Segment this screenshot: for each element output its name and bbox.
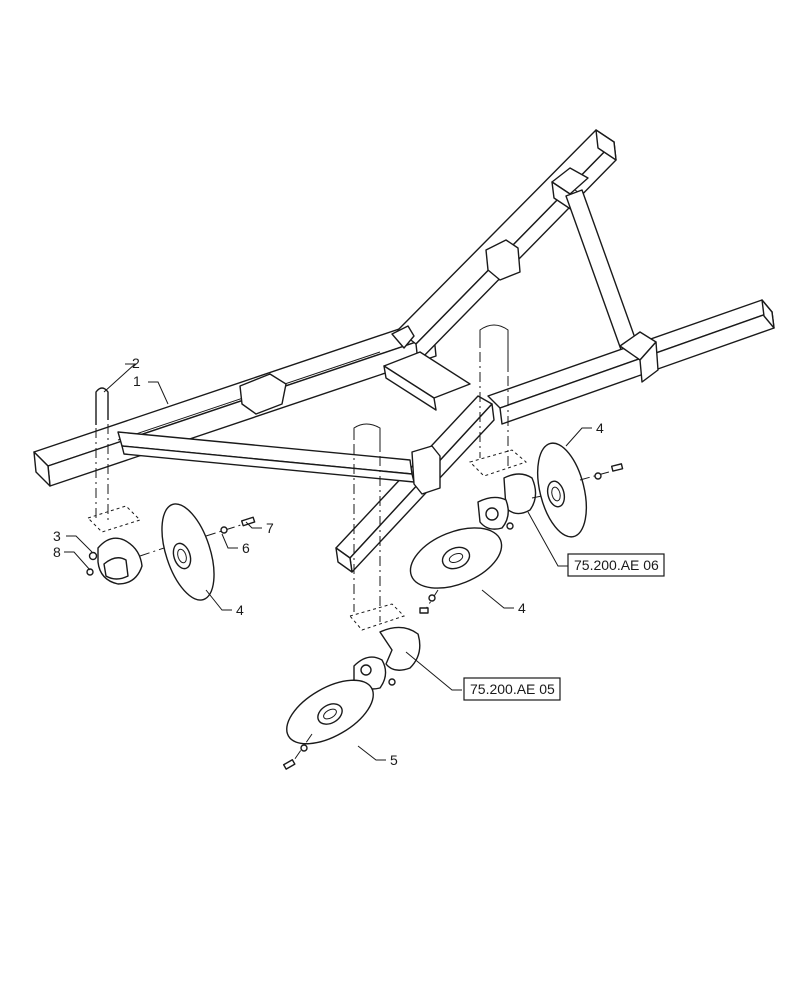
reference-box-2[interactable]: 75.200.AE 05	[463, 677, 561, 701]
reference-label-1[interactable]: 75.200.AE 06	[574, 557, 659, 573]
u-bolt-center	[353, 423, 381, 622]
u-bolt-right	[479, 324, 509, 470]
left-disc-assembly	[86, 503, 256, 601]
callout-4-right: 4	[596, 420, 604, 436]
right-disc-assembly	[469, 442, 624, 538]
center-disc-assembly	[282, 603, 421, 770]
reference-label-2[interactable]: 75.200.AE 05	[470, 681, 555, 697]
leader-lines	[64, 363, 592, 761]
callout-5: 5	[390, 752, 398, 768]
callout-7: 7	[266, 520, 274, 536]
callout-labels: 2 1 3 8 7 6 4 4 4 5	[53, 355, 604, 768]
reference-box-1[interactable]: 75.200.AE 06	[567, 553, 665, 577]
callout-6: 6	[242, 540, 250, 556]
callout-2: 2	[132, 355, 140, 371]
callout-4-left: 4	[236, 602, 244, 618]
callout-1: 1	[133, 373, 141, 389]
main-frame	[33, 129, 775, 573]
callout-8: 8	[53, 544, 61, 560]
callout-3: 3	[53, 528, 61, 544]
center-right-disc	[409, 527, 503, 614]
callout-4-center: 4	[518, 600, 526, 616]
u-bolt-left	[95, 387, 109, 522]
